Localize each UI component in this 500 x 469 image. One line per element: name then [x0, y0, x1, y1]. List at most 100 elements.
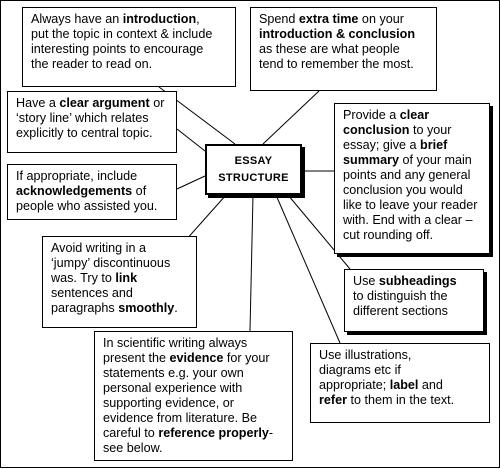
body-text: see below.: [103, 441, 163, 455]
evidence-line: see below.: [103, 441, 286, 456]
body-text: and: [418, 378, 443, 392]
body-text: paragraphs: [51, 301, 119, 315]
body-text: personal experience with: [103, 381, 243, 395]
argument-line: explicitly to central topic.: [16, 126, 170, 141]
evidence-line: evidence from literature. Be: [103, 411, 286, 426]
connector-illustrations: [275, 194, 341, 344]
body-text: ‘story line’ which relates: [16, 111, 149, 125]
connector-acknowledgements: [176, 175, 206, 190]
subheadings-line: Use subheadings: [353, 274, 477, 289]
body-text: Use illustrations,: [319, 348, 412, 362]
body-text: cut rounding off.: [343, 228, 434, 242]
emphasis-text: conclusion: [343, 123, 410, 137]
body-text: appropriate;: [319, 378, 390, 392]
body-text: people who assisted you.: [16, 199, 158, 213]
essay-structure-center: ESSAY STRUCTURE: [205, 144, 302, 195]
illustrations-line: diagrams etc if: [319, 363, 483, 378]
body-text: sentences and: [51, 286, 133, 300]
body-text: Avoid writing in a: [51, 241, 146, 255]
emphasis-text: reference properly: [158, 426, 269, 440]
conclusion-line: conclusion to your: [343, 123, 483, 138]
connector-argument: [176, 128, 206, 152]
conclusion-line: with. End with a clear –: [343, 213, 483, 228]
box-introduction: Always have an introduction,put the topi…: [22, 7, 236, 87]
illustrations-line: appropriate; label and: [319, 378, 483, 393]
center-title-line-1: ESSAY: [234, 155, 273, 167]
emphasis-text: acknowledgements: [16, 184, 133, 198]
evidence-line: supporting evidence, or: [103, 396, 286, 411]
body-text: evidence from literature. Be: [103, 411, 257, 425]
conclusion-line: summary of your main: [343, 153, 483, 168]
emphasis-text: clear: [399, 108, 430, 122]
emphasis-text: evidence: [169, 351, 224, 365]
body-text: -: [268, 426, 274, 440]
subheadings-line: different sections: [353, 304, 477, 319]
extra-time-line: Spend extra time on your: [259, 12, 430, 27]
subheadings-line: to distinguish the: [353, 289, 477, 304]
acknowledgements-line: If appropriate, include: [16, 169, 170, 184]
introduction-line: interesting points to encourage: [31, 42, 229, 57]
emphasis-text: introduction: [122, 12, 197, 26]
connector-evidence: [249, 194, 254, 332]
body-text: Have a: [16, 96, 60, 110]
jumpy-line: was. Try to link: [51, 271, 190, 286]
body-text: In scientific writing always: [103, 336, 248, 350]
body-text: to distinguish the: [353, 289, 448, 303]
body-text: conclusion you would: [343, 183, 463, 197]
body-text: ‘jumpy’ discontinuous: [51, 256, 171, 270]
introduction-line: put the topic in context & include: [31, 27, 229, 42]
body-text: diagrams etc if: [319, 363, 401, 377]
body-text: to them in the text.: [347, 393, 455, 407]
body-text: Spend: [259, 12, 299, 26]
body-text: statements e.g. your own: [103, 366, 244, 380]
evidence-line: In scientific writing always: [103, 336, 286, 351]
conclusion-line: conclusion you would: [343, 183, 483, 198]
body-text: points and any general: [343, 168, 471, 182]
body-text: was. Try to: [51, 271, 116, 285]
body-text: or: [149, 96, 165, 110]
illustrations-line: refer to them in the text.: [319, 393, 483, 408]
emphasis-text: introduction & conclusion: [259, 27, 416, 41]
body-text: Provide a: [343, 108, 400, 122]
body-text: explicitly to central topic.: [16, 126, 153, 140]
connector-subheadings: [287, 194, 351, 270]
body-text: careful to: [103, 426, 159, 440]
center-title-line-2: STRUCTURE: [218, 172, 289, 184]
extra-time-line: as these are what people: [259, 42, 430, 57]
illustrations-line: Use illustrations,: [319, 348, 483, 363]
jumpy-line: sentences and: [51, 286, 190, 301]
introduction-line: Always have an introduction,: [31, 12, 229, 27]
emphasis-text: smoothly: [118, 301, 175, 315]
emphasis-text: brief: [420, 138, 448, 152]
body-text: of your main: [399, 153, 472, 167]
emphasis-text: summary: [343, 153, 400, 167]
body-text: Use: [353, 274, 379, 288]
body-text: as these are what people: [259, 42, 400, 56]
acknowledgements-line: people who assisted you.: [16, 199, 170, 214]
evidence-line: present the evidence for your: [103, 351, 286, 366]
conclusion-line: like to leave your reader: [343, 198, 483, 213]
body-text: essay; give a: [343, 138, 421, 152]
extra-time-line: tend to remember the most.: [259, 57, 430, 72]
body-text: supporting evidence, or: [103, 396, 234, 410]
evidence-line: careful to reference properly-: [103, 426, 286, 441]
conclusion-line: points and any general: [343, 168, 483, 183]
body-text: on your: [358, 12, 404, 26]
body-text: to your: [409, 123, 452, 137]
body-text: put the topic in context & include: [31, 27, 213, 41]
emphasis-text: refer: [319, 393, 348, 407]
body-text: .: [174, 301, 178, 315]
argument-line: Have a clear argument or: [16, 96, 170, 111]
emphasis-text: clear argument: [59, 96, 150, 110]
body-text: If appropriate, include: [16, 169, 138, 183]
box-argument: Have a clear argument or‘story line’ whi…: [7, 91, 177, 153]
connector-extra-time: [262, 90, 320, 145]
conclusion-line: cut rounding off.: [343, 228, 483, 243]
